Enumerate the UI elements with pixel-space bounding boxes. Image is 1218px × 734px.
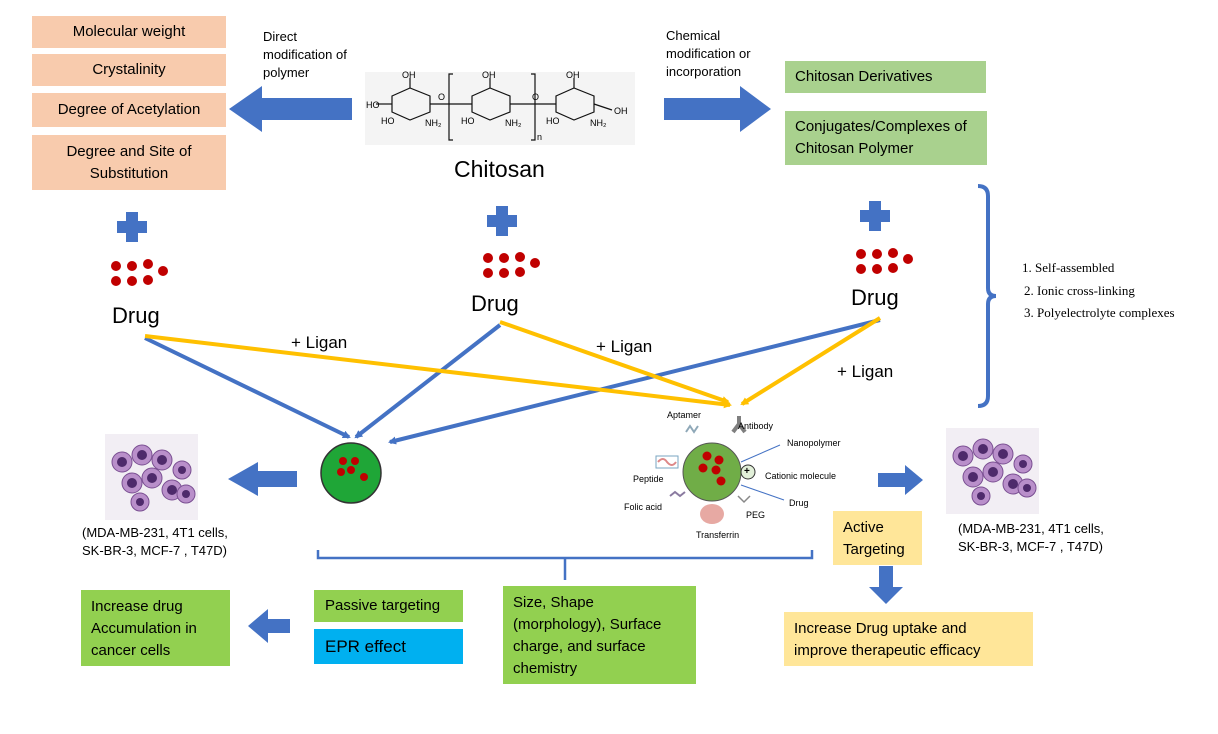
plus-icon-2 — [487, 206, 517, 236]
yellow-arrow — [144, 334, 732, 409]
cancer-cells-right — [946, 428, 1039, 514]
conjugates-box: Conjugates/Complexes of Chitosan Polymer — [785, 111, 987, 165]
chemical-modification-label: Chemical modification or incorporation — [666, 28, 751, 79]
active-nanoparticle — [655, 416, 785, 524]
blue-arrow — [144, 336, 351, 439]
bottom-bracket — [316, 550, 814, 580]
drug-dots-3 — [856, 248, 913, 274]
blue-arrow — [388, 318, 881, 445]
o-label: O — [532, 92, 539, 102]
nh2-label: NH₂ — [505, 118, 522, 128]
right-block-arrow — [664, 86, 771, 132]
property-molecular-weight: Molecular weight — [32, 16, 226, 48]
oh-label: OH — [482, 70, 496, 80]
method-1: 1. Self-assembled — [1022, 260, 1115, 275]
epr-effect-box: EPR effect — [314, 629, 463, 664]
oh-label: OH — [402, 70, 416, 80]
cationic-plus-label: + — [744, 466, 750, 477]
to-accumulation-arrow — [248, 609, 290, 643]
cationic-label: Cationic molecule — [765, 471, 837, 481]
chitosan-derivatives-box: Chitosan Derivatives — [785, 61, 986, 93]
uptake-box: Increase Drug uptake and improve therape… — [784, 612, 1033, 666]
accumulation-box: Increase drug Accumulation in cancer cel… — [81, 590, 230, 666]
drug-label-2: Drug — [471, 291, 519, 316]
drug-label-1: Drug — [112, 303, 160, 328]
transferrin-label: Transferrin — [696, 530, 740, 540]
down-arrow — [869, 566, 903, 604]
active-targeting-box: Active Targeting — [833, 511, 922, 565]
drug-label-3: Drug — [851, 285, 899, 310]
method-2: 2. Ionic cross-linking — [1024, 283, 1135, 298]
size-shape-box: Size, Shape (morphology), Surface charge… — [503, 586, 696, 684]
nh2-label: NH₂ — [590, 118, 607, 128]
ho-label: HO — [366, 100, 380, 110]
passive-nanoparticle — [320, 442, 382, 504]
direct-modification-label: Direct modification of polymer — [263, 29, 347, 80]
nh2-label: NH₂ — [425, 118, 442, 128]
peptide-label: Peptide — [633, 474, 664, 484]
ho-label: HO — [546, 116, 560, 126]
yellow-arrow — [499, 320, 730, 404]
ligan-label-2: + Ligan — [596, 337, 653, 356]
cell-lines-right: (MDA-MB-231, 4T1 cells, SK-BR-3, MCF-7 ,… — [958, 521, 1104, 554]
ligan-label-3: + Ligan — [837, 362, 894, 381]
ho-label: HO — [381, 116, 395, 126]
to-cells-right-arrow — [878, 465, 923, 495]
chitosan-structure: OH OH OH HO HO HO HO NH₂ NH₂ NH₂ O O OH … — [365, 70, 635, 145]
peg-label: PEG — [746, 510, 766, 520]
method-3: 3. Polyelectrolyte complexes — [1024, 305, 1175, 320]
passive-targeting-box: Passive targeting — [314, 590, 463, 622]
plus-icon-3 — [860, 201, 890, 231]
oh-label: OH — [614, 106, 628, 116]
cancer-cells-left — [105, 434, 198, 520]
drug-dots-1 — [111, 259, 168, 286]
chitosan-label: Chitosan — [454, 156, 545, 182]
aptamer-label: Aptamer — [667, 410, 702, 420]
methods-bracket — [977, 184, 997, 408]
blue-arrow — [354, 323, 502, 439]
property-degree-acetylation: Degree of Acetylation — [32, 93, 226, 127]
folic-acid-label: Folic acid — [624, 502, 663, 512]
o-label: O — [438, 92, 445, 102]
nanopolymer-label: Nanopolymer — [787, 438, 841, 448]
antibody-label: Antibody — [738, 421, 774, 431]
to-cells-left-arrow — [228, 462, 297, 496]
yellow-arrow — [740, 316, 882, 406]
plus-icon-1 — [117, 212, 147, 242]
ho-label: HO — [461, 116, 475, 126]
cell-lines-left: (MDA-MB-231, 4T1 cells, SK-BR-3, MCF-7 ,… — [82, 525, 228, 558]
property-crystalinity: Crystalinity — [32, 54, 226, 86]
drug-small-label: Drug — [789, 498, 809, 508]
oh-label: OH — [566, 70, 580, 80]
drug-dots-2 — [483, 252, 540, 278]
left-block-arrow — [229, 86, 352, 132]
property-degree-substitution: Degree and Site of Substitution — [32, 135, 226, 190]
ligan-label-1: + Ligan — [291, 333, 348, 352]
n-label: n — [537, 132, 542, 142]
